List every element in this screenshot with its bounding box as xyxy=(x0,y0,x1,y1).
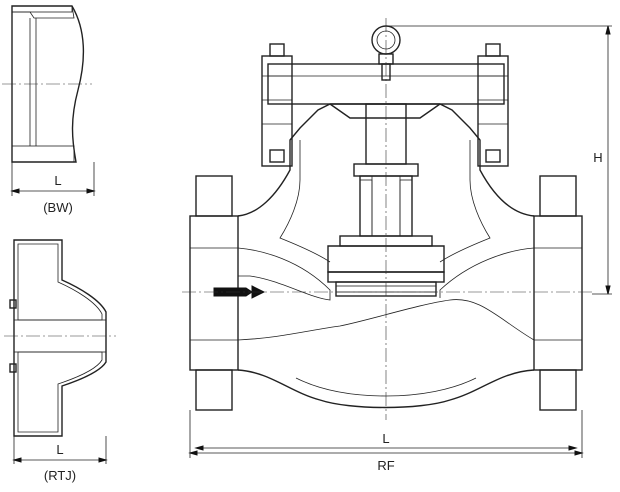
bw-end-detail: L (BW) xyxy=(2,5,96,215)
rf-label: RF xyxy=(377,458,394,473)
rtj-length-label: L xyxy=(56,442,63,457)
bw-length-label: L xyxy=(54,173,61,188)
height-label: H xyxy=(593,150,602,165)
dimensions: H L RF xyxy=(188,25,612,473)
globe-valve-body xyxy=(182,18,592,420)
main-length-label: L xyxy=(382,431,389,446)
rtj-caption: (RTJ) xyxy=(44,468,76,483)
rtj-end-detail: L (RTJ) xyxy=(4,239,116,483)
bw-caption: (BW) xyxy=(43,200,73,215)
